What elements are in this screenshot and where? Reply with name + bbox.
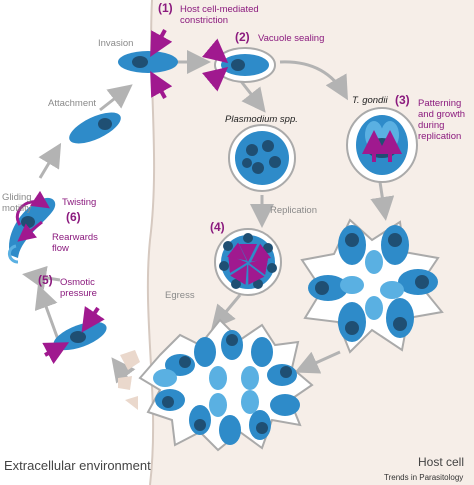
step-6-number: (6) <box>66 210 81 224</box>
step-4-number: (4) <box>210 220 225 234</box>
tgondii-vacuole <box>346 107 418 183</box>
plasmodium-segmentation <box>214 228 282 296</box>
plasmodium-label: Plasmodium spp. <box>225 114 298 125</box>
twisting-label: Twisting <box>62 197 97 208</box>
membrane-debris <box>118 350 140 410</box>
gliding-parasite <box>8 190 56 264</box>
gliding-label-2: motility <box>2 203 32 214</box>
host-cell-label: Host cell <box>418 455 465 469</box>
attached-parasite <box>69 112 121 144</box>
egress-label: Egress <box>165 290 195 301</box>
step-5-number: (5) <box>38 273 53 287</box>
invasion-label: Invasion <box>98 38 134 49</box>
osmotic-label-2: pressure <box>60 288 97 299</box>
tgondii-label: T. gondii <box>352 95 388 106</box>
gliding-label-1: Gliding <box>2 192 32 203</box>
patterning-label-4: replication <box>418 131 462 142</box>
plasmodium-schizont <box>228 124 296 192</box>
rearwards-label-2: flow <box>52 243 69 254</box>
rearwards-label-1: Rearwards <box>52 232 98 243</box>
step-2-number: (2) <box>235 30 250 44</box>
patterning-label-3: during <box>418 120 445 131</box>
extracellular-label: Extracellular environment <box>4 458 151 473</box>
source-credit: Trends in Parasitology <box>384 473 464 482</box>
vacuole-sealing-label: Vacuole sealing <box>258 33 325 44</box>
invading-parasite <box>118 51 178 73</box>
step-1-number: (1) <box>158 1 173 15</box>
patterning-label-2: and growth <box>418 109 466 120</box>
step-3-number: (3) <box>395 93 410 107</box>
patterning-label-1: Patterning <box>418 98 462 109</box>
osmotic-label-1: Osmotic <box>60 277 95 288</box>
vacuole-sealing <box>202 38 276 92</box>
egress-vacuole <box>138 318 314 452</box>
replication-label: Replication <box>270 205 317 216</box>
attachment-label: Attachment <box>48 98 97 109</box>
host-constriction-label-2: constriction <box>180 15 229 26</box>
egressing-parasite <box>42 306 107 365</box>
tgondii-rosette <box>300 218 444 354</box>
host-constriction-label-1: Host cell-mediated <box>180 4 259 15</box>
constriction-arrows <box>150 29 173 99</box>
